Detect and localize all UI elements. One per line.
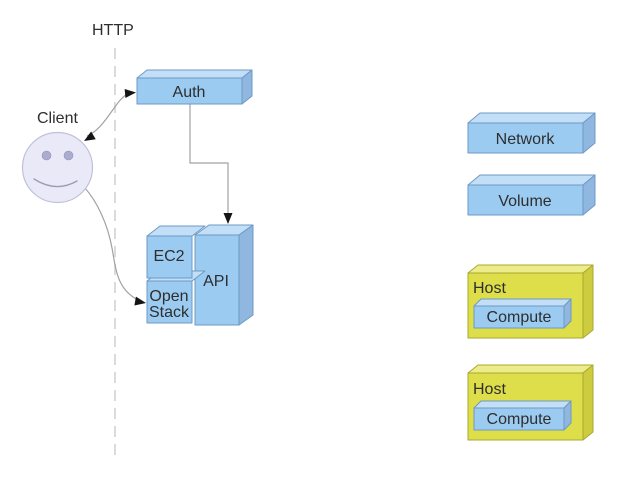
volume-top-face bbox=[467, 174, 596, 186]
host2-label: Host bbox=[473, 381, 506, 398]
smiley-left-eye bbox=[41, 150, 52, 161]
network-top-face bbox=[467, 112, 596, 124]
host1-compute-label: Compute bbox=[487, 309, 552, 326]
ec2-label: EC2 bbox=[153, 248, 184, 265]
host2-compute-label: Compute bbox=[487, 411, 552, 428]
host1-compute-node bbox=[473, 298, 572, 329]
ec2-front-face bbox=[146, 235, 193, 279]
volume-label: Volume bbox=[498, 193, 551, 210]
host2-compute-top-face bbox=[473, 400, 572, 409]
openstack-label-line1: Open bbox=[149, 288, 188, 305]
arrowhead-into-api bbox=[223, 213, 233, 224]
arrowhead-into-openstack bbox=[134, 296, 146, 306]
auth-front-face bbox=[136, 77, 243, 105]
api-side-face bbox=[238, 224, 254, 326]
http-label: HTTP bbox=[92, 22, 134, 39]
client-to-auth-connector bbox=[86, 92, 130, 137]
smiley-face-icon bbox=[21, 131, 94, 204]
auth-top-face bbox=[136, 69, 253, 79]
api-front-face bbox=[194, 234, 240, 326]
host2-node bbox=[467, 364, 594, 441]
host1-side-face bbox=[582, 264, 594, 339]
api-label: API bbox=[203, 273, 229, 290]
client-node bbox=[21, 131, 94, 204]
host2-compute-node bbox=[473, 400, 572, 431]
volume-node bbox=[467, 174, 596, 216]
network-front-face bbox=[467, 122, 584, 154]
host1-compute-front-face bbox=[473, 305, 565, 329]
client-to-openstack-connector bbox=[83, 186, 139, 301]
host2-compute-front-face bbox=[473, 407, 565, 431]
host2-side-face bbox=[582, 364, 594, 441]
openstack-front-face bbox=[146, 280, 193, 324]
host1-label: Host bbox=[473, 280, 506, 297]
auth-label: Auth bbox=[173, 84, 206, 101]
auth-node bbox=[136, 69, 253, 105]
host1-node bbox=[467, 264, 594, 339]
smiley-right-eye bbox=[63, 150, 74, 161]
host1-compute-top-face bbox=[473, 298, 572, 307]
network-label: Network bbox=[496, 131, 556, 148]
ec2-node bbox=[146, 225, 206, 279]
volume-front-face bbox=[467, 184, 584, 216]
arrowhead-into-auth bbox=[124, 88, 136, 98]
smiley-mouth bbox=[33, 178, 78, 188]
host1-top-face bbox=[467, 264, 594, 274]
api-node bbox=[194, 224, 254, 326]
openstack-label-line2: Stack bbox=[149, 304, 190, 321]
auth-to-api-connector bbox=[189, 104, 229, 216]
network-node bbox=[467, 112, 596, 154]
arrowhead-into-client bbox=[84, 131, 96, 141]
client-label: Client bbox=[37, 110, 78, 127]
host2-top-face bbox=[467, 364, 594, 374]
